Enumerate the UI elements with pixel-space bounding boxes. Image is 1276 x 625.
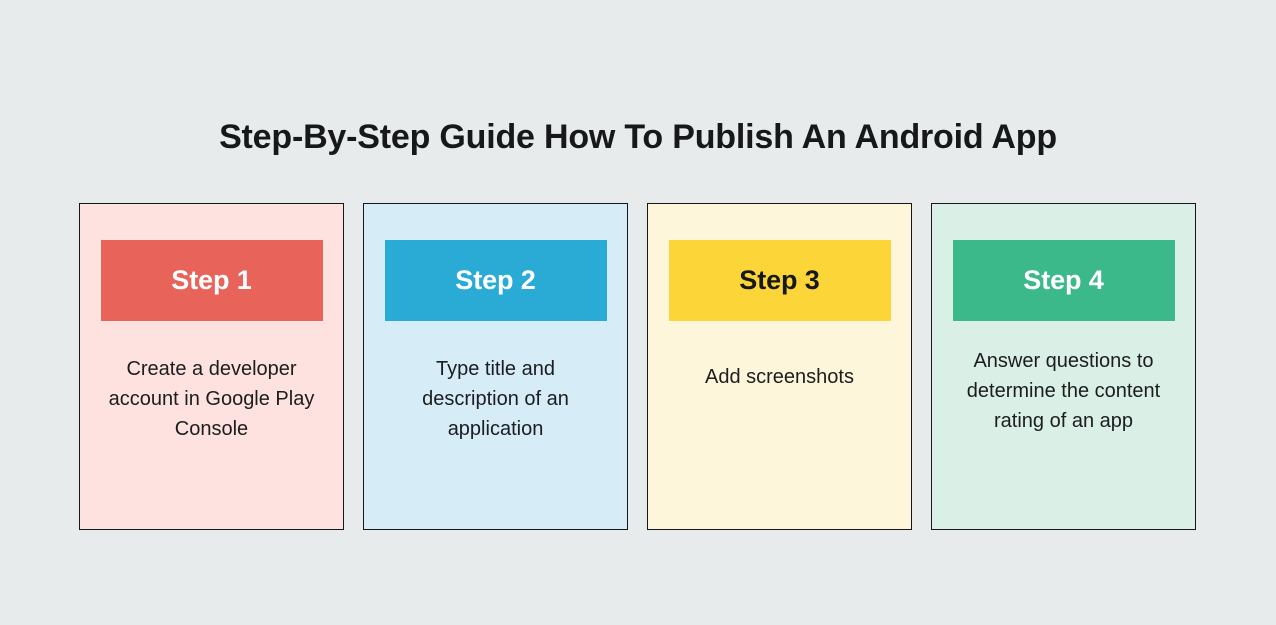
step-banner-1: Step 1 [100,240,323,321]
step-description-1: Create a developer account in Google Pla… [108,358,315,440]
page-title: Step-By-Step Guide How To Publish An And… [219,117,1057,156]
step-banner-3: Step 3 [668,240,891,321]
step-label-3: Step 3 [739,265,820,295]
step-banner-4: Step 4 [952,240,1175,321]
step-description-2: Type title and description of an applica… [422,358,569,440]
step-card-3: Step 3 Add screenshots [647,203,912,530]
step-cards-container: Step 1 Create a developer account in Goo… [79,203,1197,530]
step-description-3: Add screenshots [705,366,854,388]
step-card-4: Step 4 Answer questions to determine the… [931,203,1196,530]
step-card-1: Step 1 Create a developer account in Goo… [79,203,344,530]
step-banner-2: Step 2 [384,240,607,321]
step-label-1: Step 1 [171,265,252,295]
step-description-4: Answer questions to determine the conten… [966,350,1161,432]
step-card-2: Step 2 Type title and description of an … [363,203,628,530]
step-label-4: Step 4 [1023,265,1104,295]
step-label-2: Step 2 [455,265,536,295]
